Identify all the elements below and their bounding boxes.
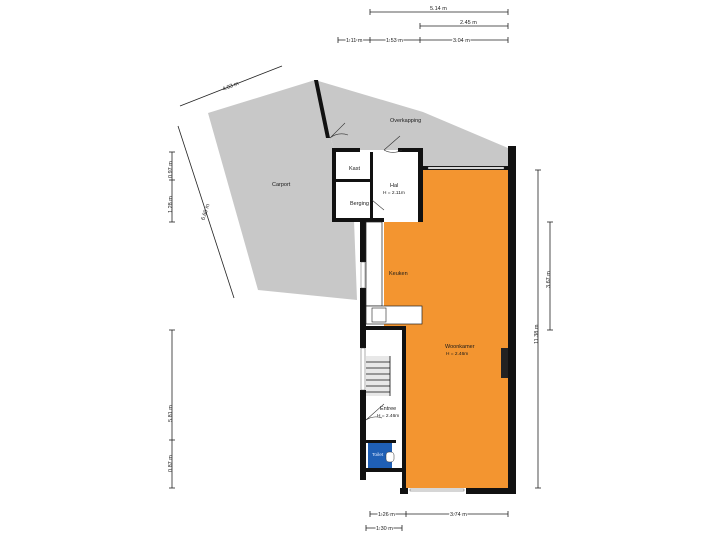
window-bottom [409,488,465,492]
label-overkapping: Overkapping [390,118,421,124]
dim-left-bottom: 5.81 m 0.87 m [168,329,175,489]
toilet-bowl [385,451,395,463]
wall-hal-bottom [332,218,384,222]
dim-bottom-c: 1.30 m [365,525,403,533]
dim-carport-side: 6.60 m [177,125,235,299]
door-berging [371,199,385,211]
dim-bottom-ab: 1.26 m 3.74 m [369,511,509,519]
carport-post [314,80,330,138]
label-carport: Carport [272,182,291,188]
label-hal: Hal [390,183,398,189]
fireplace [501,348,508,378]
wall-entree-living [402,328,406,488]
svg-text:11.38 m: 11.38 m [534,324,540,344]
wall-left-keuken [360,222,366,262]
stair-area [366,356,390,396]
wall-keuken-entree [366,326,406,330]
window-top [427,166,505,170]
door-hal [383,135,403,153]
wall-left-lower [360,288,366,348]
staircase [366,356,391,396]
svg-text:1.28 m: 1.28 m [168,196,174,213]
wall-bottom-left [400,488,408,494]
label-berging: Berging [350,201,369,207]
wall-bottom [466,488,516,494]
svg-text:1.11 m: 1.11 m [346,38,363,44]
svg-text:5.81 m: 5.81 m [168,405,174,422]
wall-hal-top-right [398,148,422,152]
label-woonkamer-height: H = 2.46m [446,351,468,357]
dim-carport-top: 4.03 m [179,65,283,107]
svg-text:5.14 m: 5.14 m [430,6,447,12]
label-hal-height: H = 2.11m [383,190,405,196]
wall-kast-bottom [336,179,372,182]
dim-right-total: 11.38 m [534,169,541,489]
window-keuken [360,261,366,289]
carport-area [208,80,357,300]
label-kast: Kast [349,166,360,172]
wall-toilet-bottom [360,468,402,472]
svg-text:3.04 m: 3.04 m [453,38,470,44]
label-woonkamer: Woonkamer [445,344,475,350]
svg-text:1.26 m: 1.26 m [378,512,395,518]
svg-text:1.53 m: 1.53 m [386,38,403,44]
svg-text:6.60 m: 6.60 m [201,203,212,221]
wall-toilet-top [366,440,396,443]
wall-hal-inner [370,152,373,220]
svg-text:2.45 m: 2.45 m [460,20,477,26]
svg-text:0.87 m: 0.87 m [168,455,174,472]
dim-top-total: 5.14 m [369,6,509,15]
svg-text:0.97 m: 0.97 m [168,161,174,178]
door-entree [365,403,385,421]
label-toilet: Toilet [372,452,384,458]
label-entree-height: H = 2.46m [377,413,399,419]
woonkamer-area [384,170,508,488]
window-entree [360,347,366,391]
wall-hal-right [418,148,423,222]
wall-left-entree [360,390,366,480]
label-entree: Entree [380,406,396,412]
kast-room [336,152,372,180]
dim-top-right: 2.45 m [419,20,509,29]
berging-room [336,182,372,220]
svg-text:4.03 m: 4.03 m [222,81,240,93]
kitchen-counter [365,221,383,307]
wall-hal-left [332,148,336,222]
svg-text:1.30 m: 1.30 m [376,526,393,532]
overkapping-area [315,80,508,168]
wall-hal-top [332,148,360,152]
door-overkapping [329,122,349,139]
hob [371,307,387,323]
dim-right-a: 3.67 m [546,221,553,331]
wall-right [508,146,516,494]
dim-left-top: 0.97 m 1.28 m [168,151,175,223]
label-keuken: Keuken [389,271,408,277]
hal-room [372,152,418,220]
svg-text:3.67 m: 3.67 m [546,271,552,288]
svg-text:3.74 m: 3.74 m [450,512,467,518]
kitchen-counter-bottom [365,305,423,325]
dim-top-segments: 1.11 m 1.53 m 3.04 m [337,37,509,45]
